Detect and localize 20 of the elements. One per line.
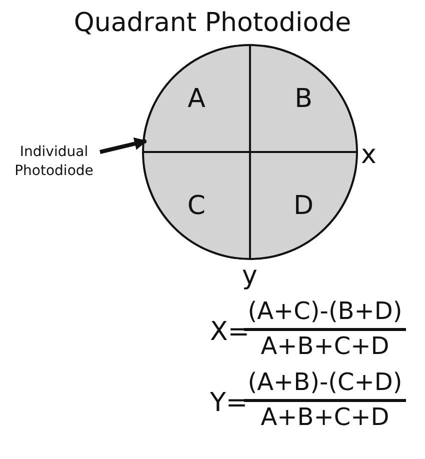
numerator: (A+C)-(B+D) (247, 297, 404, 325)
title: Quadrant Photodiode (72, 8, 352, 38)
quadrant-label: D (292, 190, 315, 222)
photodiode-quadrant (143, 45, 250, 152)
equation-lhs: Y= (210, 388, 248, 418)
axis-label: x (361, 140, 376, 170)
quadrant-label: B (294, 82, 314, 114)
denominator: A+B+C+D (260, 332, 390, 360)
photodiode-circle (143, 45, 357, 259)
arrow (100, 137, 148, 154)
callout-text: Individual Photodiode (8, 143, 100, 183)
photodiode-quadrant (250, 45, 357, 152)
quadrant-label: A (186, 82, 206, 114)
denominator: A+B+C+D (260, 403, 390, 431)
quadrant-label: C (186, 190, 207, 222)
axis-label: y (242, 261, 258, 291)
photodiode-quadrant (143, 152, 250, 259)
numerator: (A+B)-(C+D) (246, 368, 404, 396)
photodiode-quadrant (250, 152, 357, 259)
equation-lhs: X= (210, 317, 250, 347)
